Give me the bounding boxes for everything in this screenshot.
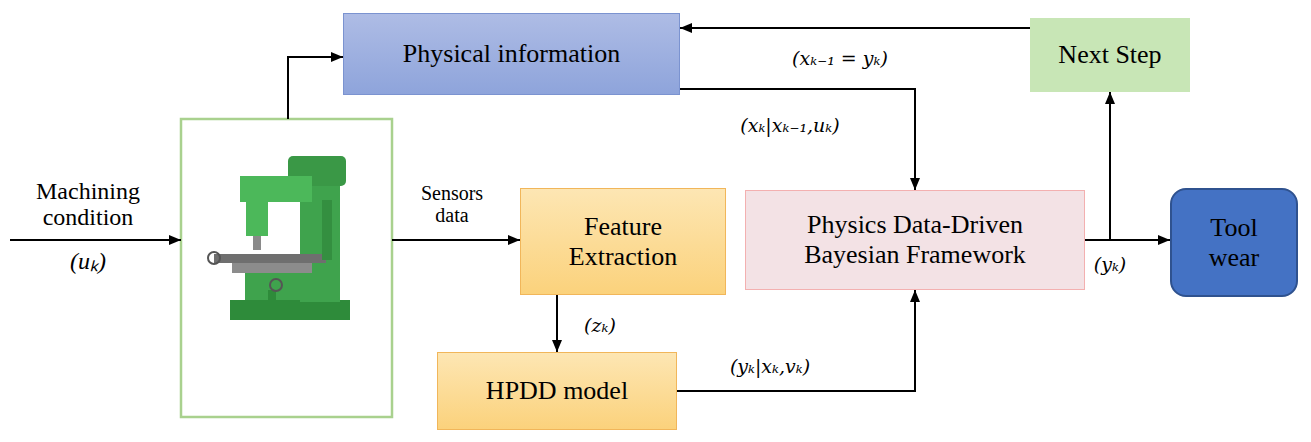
box-text: Physics Data-Driven Bayesian Framework — [780, 210, 1050, 270]
signal-label: Sensors data — [412, 182, 492, 226]
process-box: Physical information — [343, 13, 680, 95]
box-text: Physical information — [403, 39, 620, 69]
input-label: Machining condition — [8, 178, 168, 231]
input-symbol: (uₖ) — [8, 248, 168, 274]
milling-machine-illustration — [208, 156, 350, 320]
flow-arrow — [680, 27, 1030, 29]
edge-label: (xₖ|xₖ₋₁,uₖ) — [737, 114, 842, 137]
edge-label: (yₖ|xₖ,vₖ) — [727, 355, 813, 378]
output-box: Tool wear — [1170, 188, 1298, 297]
box-text: HPDD model — [486, 376, 628, 406]
edge-label: (yₖ) — [1091, 253, 1130, 276]
flow-arrow — [1085, 92, 1110, 240]
flow-arrow — [677, 290, 915, 391]
box-text: Feature Extraction — [543, 212, 703, 272]
sensor-arrow — [392, 239, 520, 241]
edge-label: (xₖ₋₁ = yₖ) — [789, 47, 891, 70]
process-box: Next Step — [1030, 18, 1190, 92]
machine-frame — [181, 119, 392, 417]
edge-label: (zₖ) — [581, 314, 619, 337]
process-box: Feature Extraction — [520, 188, 726, 295]
box-text: Next Step — [1058, 40, 1161, 70]
flow-arrow — [556, 295, 558, 352]
machine-to-physics-arrow — [288, 57, 343, 119]
box-text: Tool wear — [1194, 213, 1274, 273]
process-box: Physics Data-Driven Bayesian Framework — [745, 190, 1085, 290]
flow-arrow — [680, 89, 915, 190]
model-box: HPDD model — [437, 352, 677, 430]
input-arrow — [10, 239, 181, 241]
